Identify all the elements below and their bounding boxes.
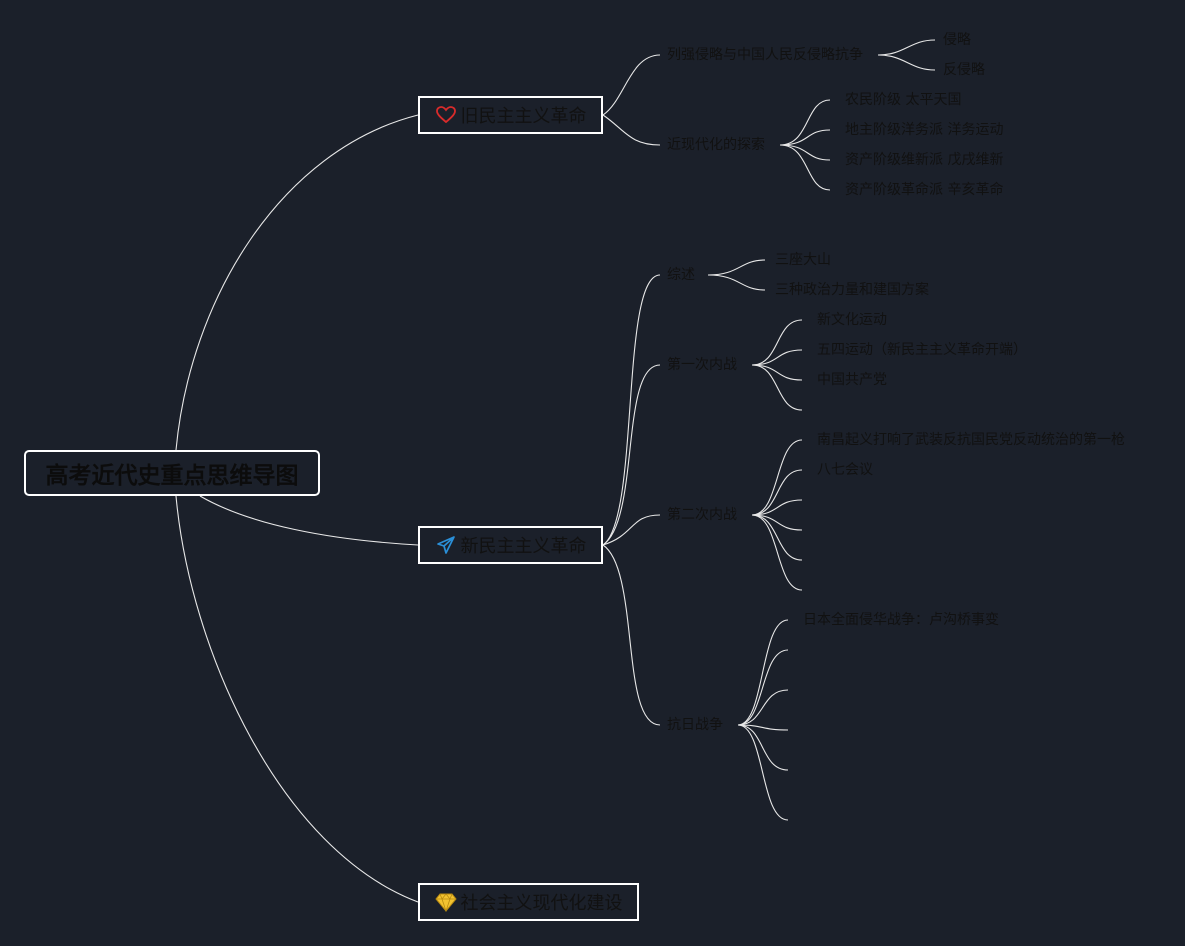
link-root-branch-2: [199, 495, 419, 546]
leaf-node[interactable]: 地主阶级洋务派 洋务运动: [845, 122, 1004, 138]
link-root-branch-3: [175, 495, 419, 903]
branch-label: 新民主主义革命: [460, 536, 587, 557]
branch-old-democratic-revolution[interactable]: 旧民主主义革命: [418, 96, 603, 134]
leaf-node[interactable]: 八七会议: [817, 462, 873, 478]
leaf-node[interactable]: 日本全面侵华战争：卢沟桥事变: [803, 612, 999, 628]
sub-node[interactable]: 综述: [667, 267, 695, 283]
link-b2-s3: [602, 514, 661, 546]
leaf-node[interactable]: 新文化运动: [817, 312, 887, 328]
link-b1-s2: [602, 114, 661, 146]
branch-socialist-modernization[interactable]: 社会主义现代化建设: [418, 883, 639, 921]
root-node[interactable]: 高考近代史重点思维导图: [24, 450, 320, 496]
link-b2-s2: [602, 364, 661, 546]
sub-node[interactable]: 抗日战争: [667, 717, 723, 733]
sub-node[interactable]: 列强侵略与中国人民反侵略抗争: [667, 47, 863, 63]
sub-node[interactable]: 第二次内战: [667, 507, 737, 523]
heart-icon: [435, 104, 457, 126]
link-b2-s4: [602, 544, 661, 726]
branch-new-democratic-revolution[interactable]: 新民主主义革命: [418, 526, 603, 564]
leaf-node[interactable]: 反侵略: [943, 62, 985, 78]
leaf-node[interactable]: 资产阶级革命派 辛亥革命: [845, 182, 1004, 198]
leaf-node[interactable]: 南昌起义打响了武装反抗国民党反动统治的第一枪: [817, 432, 1125, 448]
link-b2-s1: [602, 274, 661, 546]
branch-label: 社会主义现代化建设: [460, 893, 623, 914]
leaf-node[interactable]: 侵略: [943, 32, 971, 48]
sub-node[interactable]: 近现代化的探索: [667, 137, 765, 153]
leaf-node[interactable]: 中国共产党: [817, 372, 887, 388]
branch-label: 旧民主主义革命: [460, 106, 587, 127]
leaf-node[interactable]: 三种政治力量和建国方案: [775, 282, 929, 298]
leaf-node[interactable]: 资产阶级维新派 戊戌维新: [845, 152, 1004, 168]
leaf-node[interactable]: 三座大山: [775, 252, 831, 268]
sub-node[interactable]: 第一次内战: [667, 357, 737, 373]
paper-plane-icon: [435, 534, 457, 556]
leaf-node[interactable]: 五四运动（新民主主义革命开端）: [817, 342, 1027, 358]
link-b1-s1: [602, 54, 661, 116]
link-root-branch-1: [175, 114, 419, 451]
leaf-node[interactable]: 农民阶级 太平天国: [845, 92, 962, 108]
root-node-label: 高考近代史重点思维导图: [45, 463, 299, 489]
diamond-icon: [434, 891, 457, 913]
